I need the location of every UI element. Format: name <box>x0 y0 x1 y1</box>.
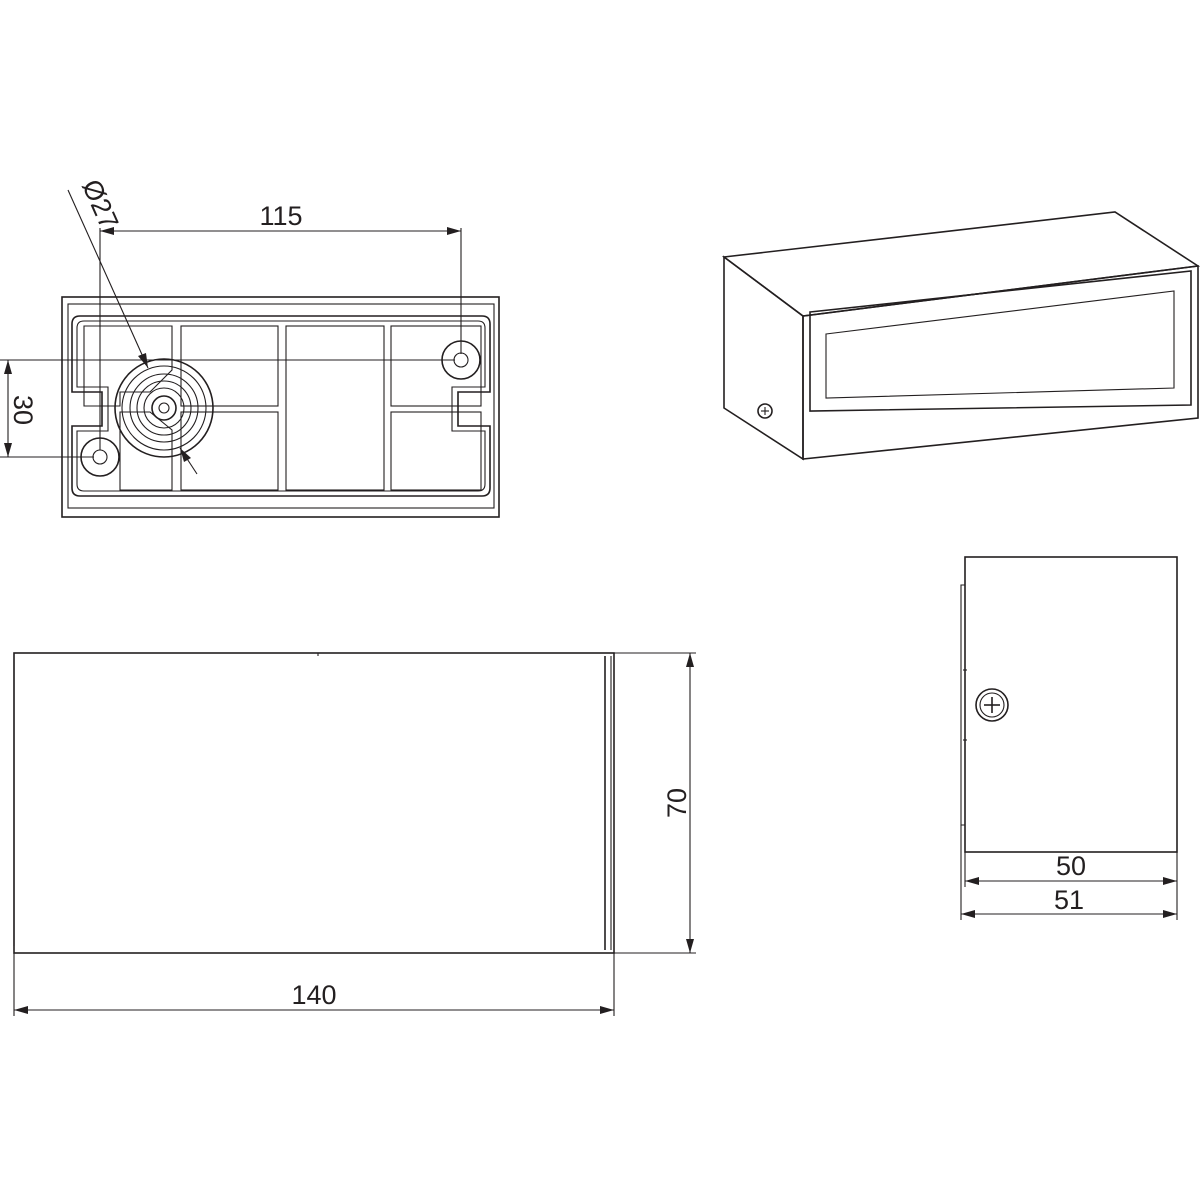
dimension-label-depth-outer: 51 <box>1054 885 1084 915</box>
dimension-depth-outer: 51 <box>960 825 1178 920</box>
rib-cell <box>390 325 482 407</box>
dimension-label-depth-inner: 50 <box>1056 851 1086 881</box>
front-view: 70 140 <box>13 652 696 1016</box>
rib-cell <box>180 411 279 491</box>
dimension-label-height: 70 <box>662 788 692 818</box>
backplate-inner-frame <box>67 303 495 509</box>
rib-cell <box>180 325 279 407</box>
side-body <box>964 556 1178 853</box>
isometric-view <box>721 211 1200 461</box>
dimension-height: 70 <box>614 652 696 954</box>
rib-cell <box>119 411 173 491</box>
iso-top-face <box>721 211 1200 317</box>
dimension-diameter: Ø27 <box>67 175 198 475</box>
dimension-length: 140 <box>13 953 615 1016</box>
backplate-outer-frame <box>61 296 500 518</box>
side-backplate-edge <box>960 584 965 826</box>
rib-cell <box>390 411 482 491</box>
cable-entry <box>114 358 214 458</box>
dimension-label-length: 140 <box>291 980 336 1010</box>
dimension-label-hole-offset: 30 <box>8 395 38 425</box>
rib-cell <box>83 325 173 407</box>
iso-screw-icon <box>757 403 773 419</box>
iso-lens <box>825 290 1175 399</box>
backplate-plate-outline <box>71 315 491 497</box>
dimension-depth-inner: 50 <box>964 851 1178 887</box>
side-view: 50 51 <box>960 556 1178 920</box>
side-screw-icon <box>975 688 1009 722</box>
iso-side-face <box>723 255 804 461</box>
iso-front-face <box>802 265 1199 460</box>
backplate-view: 115 30 Ø27 <box>0 175 500 518</box>
backplate-plate-inner-outline <box>76 320 486 492</box>
dimension-hole-spacing: 115 <box>99 201 462 450</box>
front-body <box>13 652 615 954</box>
iso-lens-frame <box>809 270 1192 412</box>
rib-cell <box>285 325 385 491</box>
dimension-label-hole-spacing: 115 <box>259 201 302 231</box>
dimension-hole-offset: 30 <box>0 359 455 458</box>
